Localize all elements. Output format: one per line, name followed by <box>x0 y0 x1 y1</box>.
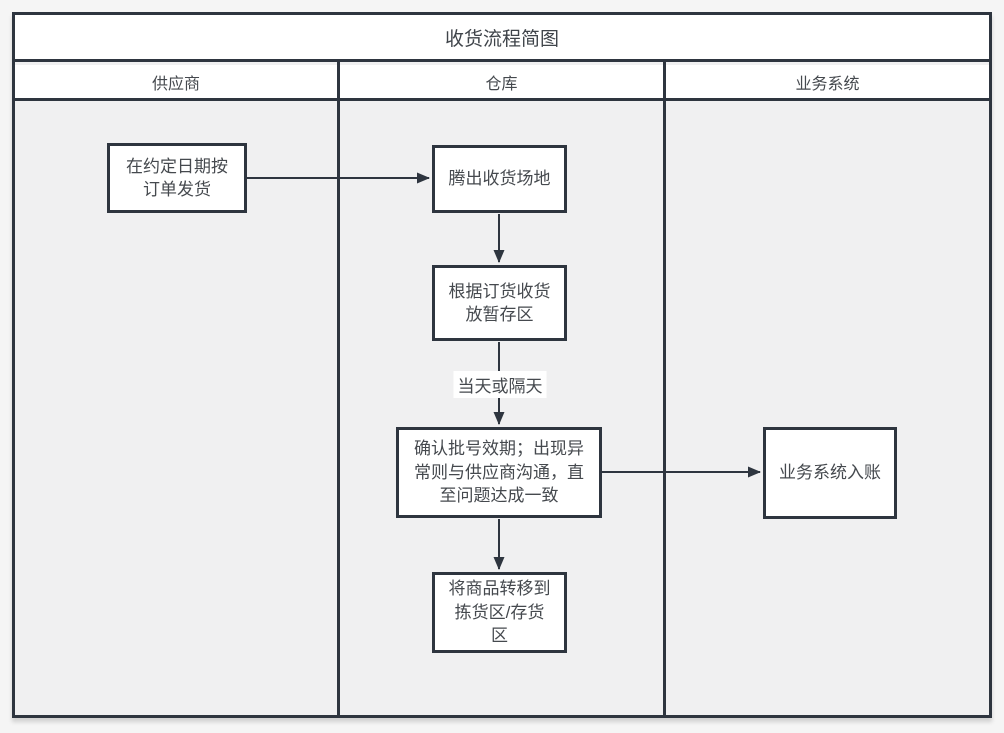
lane-divider-1 <box>337 62 340 718</box>
lane-header-supplier-label: 供应商 <box>151 75 200 93</box>
lane-header-warehouse-label: 仓库 <box>485 75 518 93</box>
lane-divider-2 <box>663 62 666 718</box>
diagram-title-band: 收货流程简图 <box>15 15 989 62</box>
lane-header-rule <box>15 98 989 101</box>
diagram-title: 收货流程简图 <box>444 28 559 50</box>
edge-label-same-or-next-day: 当天或隔天 <box>453 371 547 398</box>
lane-header-supplier: 供应商 <box>15 65 337 98</box>
lane-header-business: 业务系统 <box>666 65 989 98</box>
node-confirm-batch-expiry: 确认批号效期；出现异 常则与供应商沟通，直 至问题达成一致 <box>396 427 602 518</box>
node-receive-to-temp-zone: 根据订货收货 放暂存区 <box>432 265 567 341</box>
lane-header-business-label: 业务系统 <box>795 75 860 93</box>
node-move-to-picking-zone: 将商品转移到 拣货区/存货 区 <box>432 572 567 653</box>
lane-header-warehouse: 仓库 <box>340 65 663 98</box>
node-ship-on-schedule: 在约定日期按 订单发货 <box>107 143 247 213</box>
node-business-system-posting: 业务系统入账 <box>763 427 897 519</box>
node-clear-receiving-area: 腾出收货场地 <box>432 145 567 213</box>
